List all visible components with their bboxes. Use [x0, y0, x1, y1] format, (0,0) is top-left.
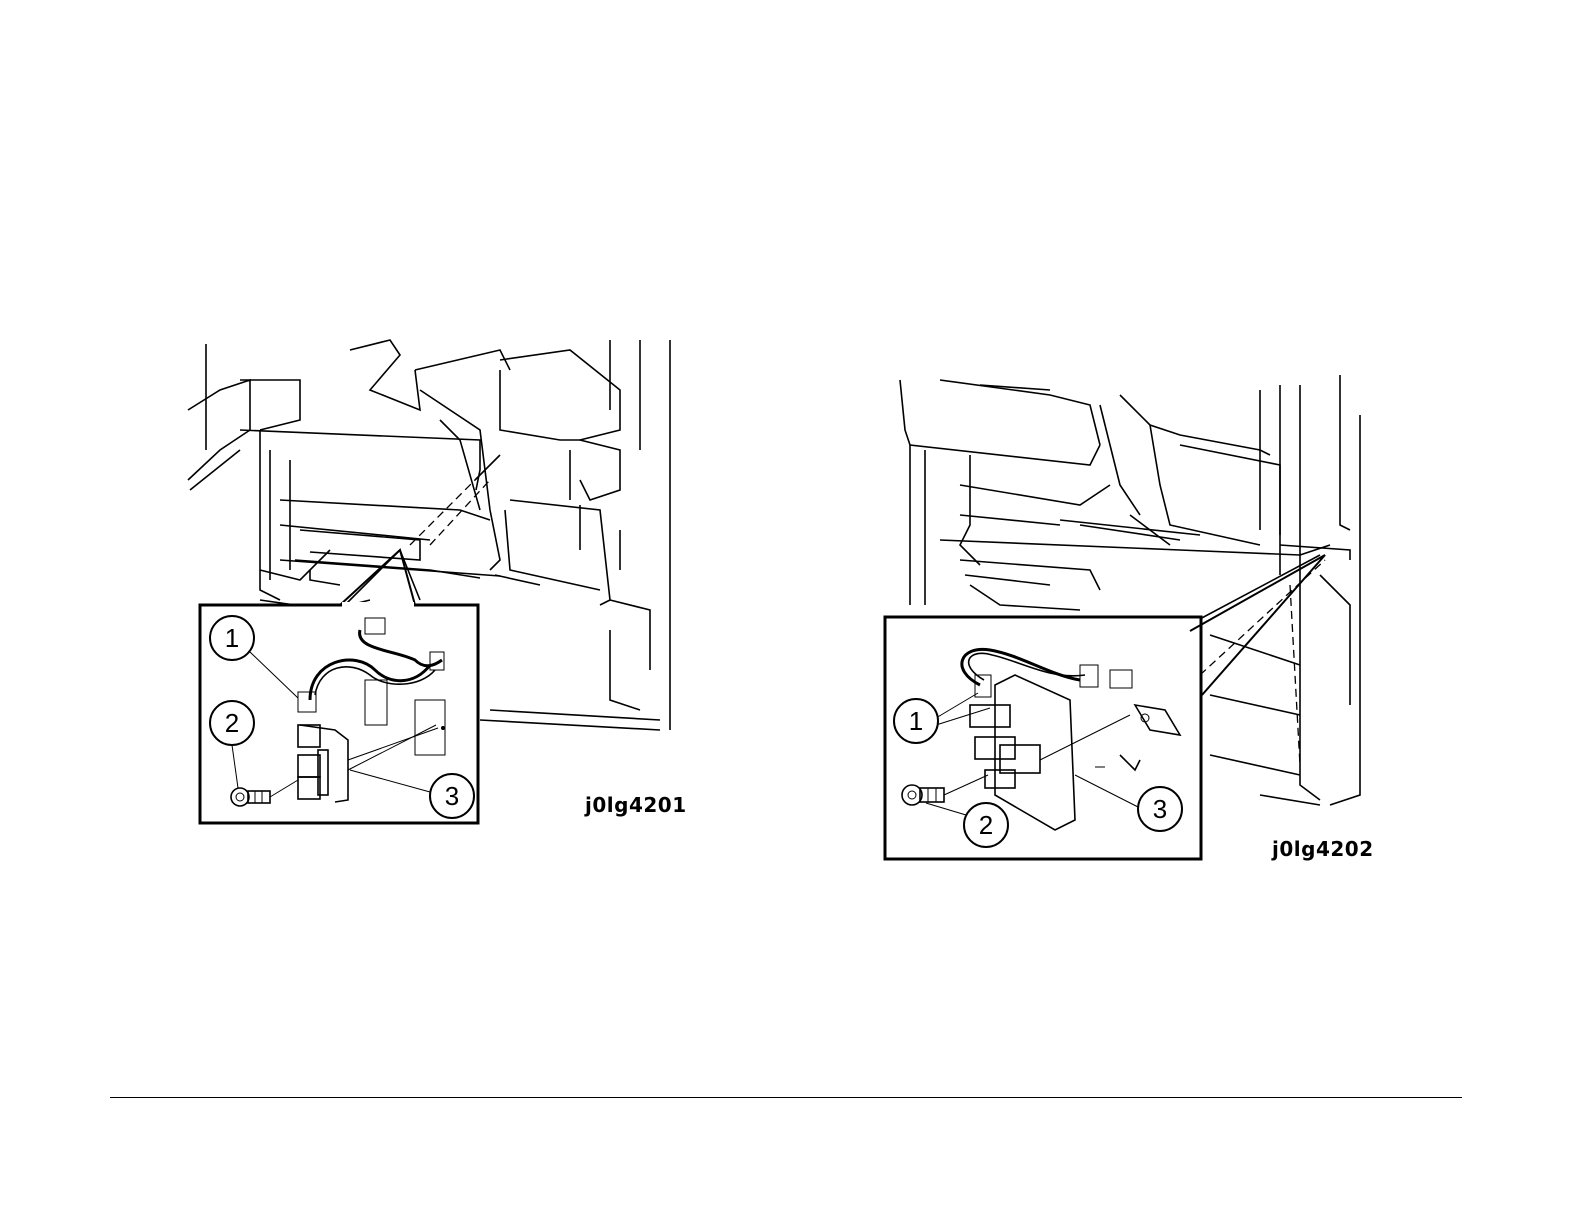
callout-1-label: 1 — [909, 706, 923, 736]
figure-right-illustration: 1 2 3 — [880, 375, 1380, 865]
figure-left-illustration: 1 2 3 — [180, 330, 680, 830]
callout-2-label: 2 — [225, 708, 239, 738]
callout-1-label: 1 — [225, 623, 239, 653]
figure-id-label: j0lg4201 — [585, 793, 687, 817]
figure-left: 1 2 3 j0lg4201 — [180, 330, 680, 830]
callout-2-label: 2 — [979, 810, 993, 840]
footer-rule — [110, 1097, 1462, 1098]
figure-right: 1 2 3 j0lg4202 — [880, 375, 1380, 865]
callout-3-label: 3 — [1153, 794, 1167, 824]
callout-3-label: 3 — [445, 781, 459, 811]
figure-id-label: j0lg4202 — [1272, 837, 1374, 861]
